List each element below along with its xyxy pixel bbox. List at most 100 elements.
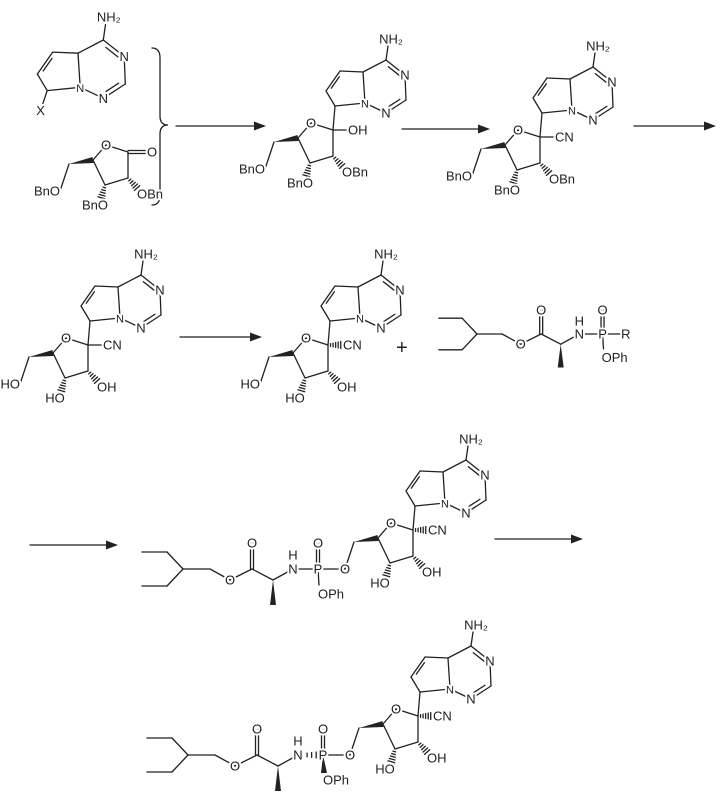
pyrrole-double-bond xyxy=(325,291,336,304)
pyrrole-bond xyxy=(94,285,119,288)
hash-stroke xyxy=(299,384,306,387)
arrow-step-3-head xyxy=(704,121,716,131)
bridgehead-nitrogen-label: N xyxy=(568,106,576,118)
pyrrole-bond xyxy=(339,70,364,73)
c5-oxygen-bond xyxy=(264,141,275,170)
triazine-double-bond xyxy=(380,274,401,291)
c2-hashed-bond xyxy=(418,742,431,756)
triazine-double-bond xyxy=(382,281,395,291)
hash-stroke xyxy=(302,174,311,178)
c3-oxygen-label: BnO xyxy=(494,183,520,198)
c3-oxygen-label: HO xyxy=(285,391,305,406)
ring-oxygen-label: O xyxy=(386,516,396,531)
c3-oxygen-label: HO xyxy=(45,391,65,406)
hash-stroke xyxy=(328,371,332,375)
c3-oxygen-label: HO xyxy=(370,576,390,591)
triazine-double-bond xyxy=(105,46,119,58)
pyrrole-double-bond xyxy=(330,76,341,89)
hash-stroke xyxy=(510,178,518,182)
c3-hashed-bond xyxy=(302,164,312,178)
c5-oxygen-label: BnO xyxy=(239,162,265,177)
ethyl-bond xyxy=(171,754,189,773)
hash-stroke xyxy=(101,188,107,192)
ring-bond xyxy=(504,144,518,171)
pyrrole-double-bond xyxy=(80,285,96,307)
hash-stroke xyxy=(545,169,553,177)
c3-hashed-bond xyxy=(97,186,107,200)
hash-stroke xyxy=(416,559,421,565)
ring-nitrogen-label: N xyxy=(381,106,390,121)
nh-hydrogen-label: H xyxy=(288,548,297,563)
ring-oxygen-label: O xyxy=(513,123,523,138)
hash-stroke xyxy=(511,176,518,179)
c5-oxygen-bond xyxy=(259,356,270,385)
c3-hashed-bond xyxy=(387,750,397,764)
ring-bond xyxy=(395,708,419,717)
p-oph-bond xyxy=(601,333,605,350)
ring-oxygen-label: O xyxy=(391,702,401,717)
triazine-bond xyxy=(449,688,472,700)
hash-stroke xyxy=(61,381,67,385)
hash-stroke xyxy=(128,178,132,182)
amine-label: NH₂ xyxy=(586,39,610,54)
amine-bond xyxy=(102,23,107,41)
nh-hydrogen-label: H xyxy=(293,734,302,749)
c1-hashed-bond xyxy=(414,525,427,535)
c4-c5-wedge-bond xyxy=(274,135,299,142)
amine-bond xyxy=(140,260,144,276)
methyl-wedge-bond xyxy=(270,580,276,605)
substituent-x-label: X xyxy=(36,103,45,118)
triazine-bond xyxy=(79,86,104,99)
c5-oxygen-bond xyxy=(349,727,360,756)
ring-bond xyxy=(504,129,519,146)
phenoxy-label: OPh xyxy=(318,587,344,602)
pyrrole-double-bond xyxy=(410,656,426,678)
triazine-bond xyxy=(159,289,162,316)
ring-bond xyxy=(297,137,311,164)
ring-oxygen-label: O xyxy=(301,331,311,346)
arrow-step-2-head xyxy=(478,124,490,134)
ester-oxygen-label: O xyxy=(230,759,240,774)
ring-bond xyxy=(65,337,89,346)
c1-substituent-label: CN xyxy=(555,130,574,145)
ethyl-bond xyxy=(461,333,478,351)
hash-stroke xyxy=(132,183,139,189)
fused-bond xyxy=(447,657,451,690)
hash-stroke xyxy=(131,181,136,187)
ester-oxygen-label: O xyxy=(516,337,526,352)
triazine-double-bond xyxy=(465,459,486,476)
carbonyl-oxygen-label: O xyxy=(252,722,262,737)
bridgehead-nitrogen-label: N xyxy=(116,314,124,326)
ester-bond xyxy=(501,333,522,345)
ethyl-bond xyxy=(166,551,184,570)
hash-stroke xyxy=(304,169,311,172)
p-oph-wedge-bond xyxy=(321,755,327,774)
reactant-brace xyxy=(151,47,169,206)
triazine-bond xyxy=(364,102,387,114)
ring-bond xyxy=(377,522,392,539)
triazine-bond xyxy=(359,317,382,329)
triazine-bond xyxy=(611,81,614,108)
triazine-double-bond xyxy=(472,684,486,694)
triazine-double-bond xyxy=(102,39,125,58)
ester-bond xyxy=(214,754,236,767)
carbonyl-oxygen-label: O xyxy=(536,302,546,317)
phosphoryl-oxygen-label: O xyxy=(318,722,328,737)
ester-bond xyxy=(520,333,542,345)
hash-stroke xyxy=(382,574,391,578)
c2-hashed-bond xyxy=(328,371,341,385)
ring-nitrogen-label: N xyxy=(400,68,409,83)
fused-bond xyxy=(362,71,366,104)
triazine-double-bond xyxy=(105,82,120,93)
amine-bond xyxy=(277,754,299,767)
pyrrole-double-bond xyxy=(537,83,548,96)
amine-label: NH₂ xyxy=(374,247,398,262)
hash-stroke xyxy=(92,376,99,382)
hash-stroke xyxy=(133,184,141,192)
amine-label: NH₂ xyxy=(464,618,488,633)
carbonyl-oxygen-label: O xyxy=(247,536,257,551)
hash-stroke xyxy=(336,159,341,165)
triazine-bond xyxy=(404,74,407,101)
c4-c5-wedge-bond xyxy=(269,350,294,357)
phenoxy-label: OPh xyxy=(602,350,628,365)
